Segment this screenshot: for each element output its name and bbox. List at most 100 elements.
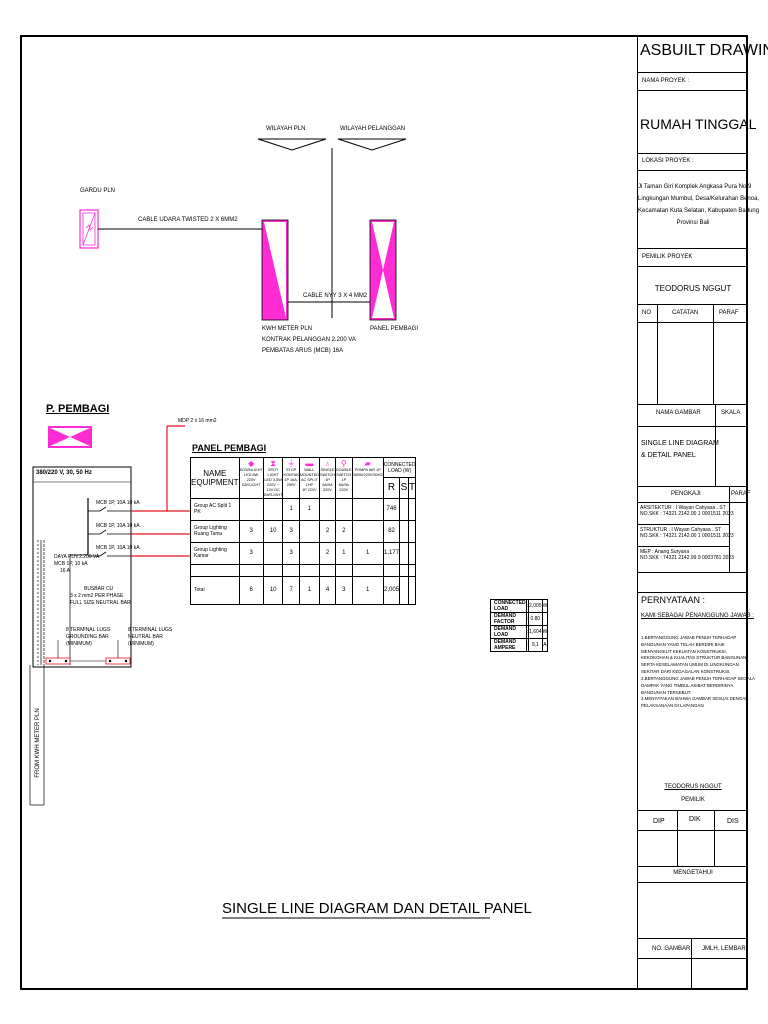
pernyataan-line: PELAKSANAAN DI LAPANGAN xyxy=(641,703,704,709)
pernyataan-label: PERNYATAAN : xyxy=(641,595,706,605)
lokasi-line-4: Provinsi Bali xyxy=(676,220,710,226)
row-qty: 10 xyxy=(262,519,284,543)
pernyataan-line: MENYANGKUT KEKUATAN KONSTRUKSI, xyxy=(641,648,727,654)
stop-kontak-icon: ⏚ xyxy=(287,459,296,468)
row-load-r: 82 xyxy=(382,519,401,543)
grounding-bar xyxy=(45,657,71,665)
neutral-line-3: (MINIMUM) xyxy=(128,641,154,647)
equip-header-text: POMPA AIR 1P xyxy=(354,468,381,472)
row-load-r: 746 xyxy=(382,497,401,521)
busbar-line-2: 3 x 2 mm2 PER PHASE xyxy=(70,593,124,599)
signer-name: TEODORUS NGGUT xyxy=(664,784,722,790)
summary-value: 1,604 xyxy=(528,625,543,639)
pernyataan-line: 1.BERTANGGUNG JAWAB PENUH TERHADAP xyxy=(641,635,737,640)
pernyataan-line: KEKOKOHAN & KUALITAS STRUKTUR BANGUNAN xyxy=(641,655,747,661)
row-qty: 6 xyxy=(238,575,264,605)
panel-pembagi-label: PANEL PEMBAGI xyxy=(370,326,419,332)
summary-colon: : xyxy=(525,638,530,652)
pemilik-value: TEODORUS NGGUT xyxy=(654,284,732,293)
equip-header-text: 220V DAYLIGHT xyxy=(241,477,261,487)
mcb-circuit-2 xyxy=(88,529,190,535)
row-qty xyxy=(351,519,384,543)
drawing-frame xyxy=(20,35,748,990)
voltage-label: 380/220 V, 30, 50 Hz xyxy=(36,470,92,476)
single-line-diagram xyxy=(29,138,490,919)
busbar-line-3: FULL SIZE NEUTRAL BAR xyxy=(70,600,131,606)
row-load-s xyxy=(399,575,409,605)
kwh-line-2: KONTRAK PELANGGAN 2.200 VA xyxy=(262,337,356,343)
cable-nyy-label: CABLE NYY 3 X 4 MM2 xyxy=(303,293,368,299)
mcb-circuit-3 xyxy=(88,551,190,557)
lokasi-line-3: Kecamatan Kuta Selatan, Kabupaten Badung xyxy=(638,208,760,214)
row-load-t xyxy=(407,519,417,543)
spotlight-icon: ⧗ xyxy=(270,459,276,468)
asbuilt-heading: ASBUILT DRAWING xyxy=(640,42,768,59)
col-dis: DIS xyxy=(727,818,739,825)
summary-unit: W xyxy=(541,625,549,639)
equip-header-text: 1P 16A, 250V xyxy=(284,477,298,487)
mcb-circuit-1 xyxy=(88,506,190,512)
row-qty xyxy=(334,497,353,521)
pernyataan-sub: KAMI SEBAGAI PENANGGUNG JAWAB : xyxy=(641,613,754,619)
daya-line-2: MCB 1P, 10 kA xyxy=(54,561,88,567)
row-qty xyxy=(238,497,264,521)
grounding-line-1: 8 TERMINAL LUGS xyxy=(66,627,111,633)
row-qty: 7 xyxy=(282,575,300,605)
row-qty: 3 xyxy=(282,541,300,565)
mcb-label-2: MCB 1P, 10A 10 kA xyxy=(96,523,140,529)
single-switch-icon: ♁ xyxy=(324,459,331,468)
nama-gambar-label: NAMA GAMBAR xyxy=(656,410,701,416)
pengkaji-arsitektur: ARSITEKTUR : I Wayan Cahyasa . ST NO.SKK… xyxy=(640,505,734,517)
row-name: Total xyxy=(190,575,240,605)
equip-header-text: DOWNLIGHT xyxy=(239,468,263,472)
row-qty xyxy=(351,497,384,521)
nama-proyek-value: RUMAH TINGGAL xyxy=(640,116,757,132)
col-dip: DIP xyxy=(653,818,665,825)
col-paraf: PARAF xyxy=(719,310,739,316)
pernyataan-line: DAMPAK YANG TIMBUL AKIBAT BERDIRINYA xyxy=(641,682,734,688)
equip-header-text: WALL MOUNTED xyxy=(299,468,320,477)
col-dik: DIK xyxy=(689,816,701,823)
grounding-line-2: GROUNDING BAR xyxy=(66,634,109,640)
phase-header-R: R xyxy=(382,477,401,499)
equip-header-text: 350W/220V/50HZ xyxy=(352,472,383,477)
neutral-line-1: 8 TERMINAL LUGS xyxy=(128,627,173,633)
paraf-label: PARAF xyxy=(731,491,751,497)
col-no: NO xyxy=(642,310,651,316)
pernyataan-line: BANGUNAN TERSEBUT. xyxy=(641,689,692,695)
row-name: Group Lighting Ruang Tamu xyxy=(190,519,240,543)
pernyataan-line: 3.MENYATAKAN BAHWA GAMBAR SESUAI DENGAN xyxy=(641,696,749,702)
equip-header-text: 1P 6A/9A 220V xyxy=(322,477,333,492)
nama-gambar-line-2: & DETAIL PANEL xyxy=(641,452,696,459)
row-load-s xyxy=(399,519,409,543)
row-load-t xyxy=(407,497,417,521)
equip-header-text: SINGLE SWITCH xyxy=(320,468,335,477)
pernyataan-line: BANGUNAN YANG TELAH BERDIRI BAIK xyxy=(641,641,725,647)
col-catatan: CATATAN xyxy=(672,310,699,316)
row-load-r: 2,005 xyxy=(382,575,401,605)
no-gambar-label: NO. GAMBAR xyxy=(652,946,691,952)
summary-unit: W xyxy=(541,599,549,613)
kwh-line-3: PEMBATAS ARUS (MCB) 16A xyxy=(262,348,344,354)
row-qty: 4 xyxy=(319,575,336,605)
pernyataan-line: 2.BERTANGGUNG JAWAB PENUH TERHADAP SEGAL… xyxy=(641,675,756,681)
kwh-meter-symbol xyxy=(261,219,289,321)
lokasi-label: LOKASI PROYEK : xyxy=(642,158,694,164)
neutral-line-2: NEUTRAL BAR xyxy=(128,634,163,640)
row-name: Group Lighting Kamar xyxy=(190,541,240,565)
p-pembagi-symbol xyxy=(48,426,92,448)
equip-header-text: SPOT LIGHT xyxy=(267,468,279,477)
equip-header-text: AC SPLIT 1HP xyxy=(300,477,318,487)
cable-udara-label: CABLE UDARA TWISTED 2 X 6MM2 xyxy=(138,217,238,223)
mdp-feeder xyxy=(166,425,185,511)
feeder-lines xyxy=(29,498,89,806)
equip-header-text: DOUBLE SWITCH xyxy=(335,468,352,477)
equip-header-text: LED 8W xyxy=(244,472,259,477)
